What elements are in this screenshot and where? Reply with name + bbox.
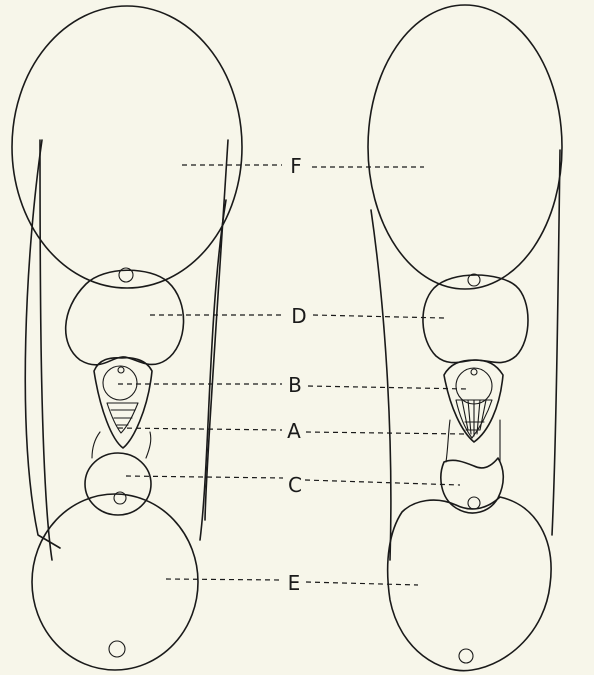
right-segment-c-pore	[468, 497, 480, 509]
label-d: D	[291, 304, 306, 328]
left-segment-d	[66, 270, 184, 365]
leader-e-left	[166, 579, 282, 580]
left-segment-b	[103, 366, 137, 400]
right-segment-b	[456, 368, 492, 404]
leader-a-left	[118, 428, 282, 430]
label-c: C	[288, 473, 302, 497]
left-specimen	[12, 6, 242, 670]
labels: F D B A C E	[287, 154, 307, 595]
left-segment-e-pore	[109, 641, 125, 657]
label-e: E	[288, 571, 301, 595]
right-segment-e	[388, 497, 551, 671]
right-specimen	[368, 5, 562, 671]
right-segment-c	[441, 458, 503, 513]
left-segment-c	[85, 453, 151, 515]
left-segment-e	[32, 494, 198, 670]
right-segment-f	[368, 5, 562, 289]
leader-a-right	[306, 432, 464, 434]
right-segment-a	[456, 400, 492, 438]
leader-c-right	[305, 480, 460, 485]
leader-d-right	[313, 315, 444, 318]
left-outer-outline	[25, 140, 226, 548]
left-segment-f	[12, 6, 242, 288]
label-f: F	[290, 154, 302, 178]
right-segment-b-pore	[471, 369, 477, 375]
left-segment-b-pore	[118, 367, 124, 373]
label-a: A	[287, 419, 301, 443]
right-body-outline	[371, 150, 560, 560]
label-b: B	[288, 373, 302, 397]
right-segment-e-pore	[459, 649, 473, 663]
leader-e-right	[306, 582, 418, 585]
left-constriction	[92, 432, 151, 458]
